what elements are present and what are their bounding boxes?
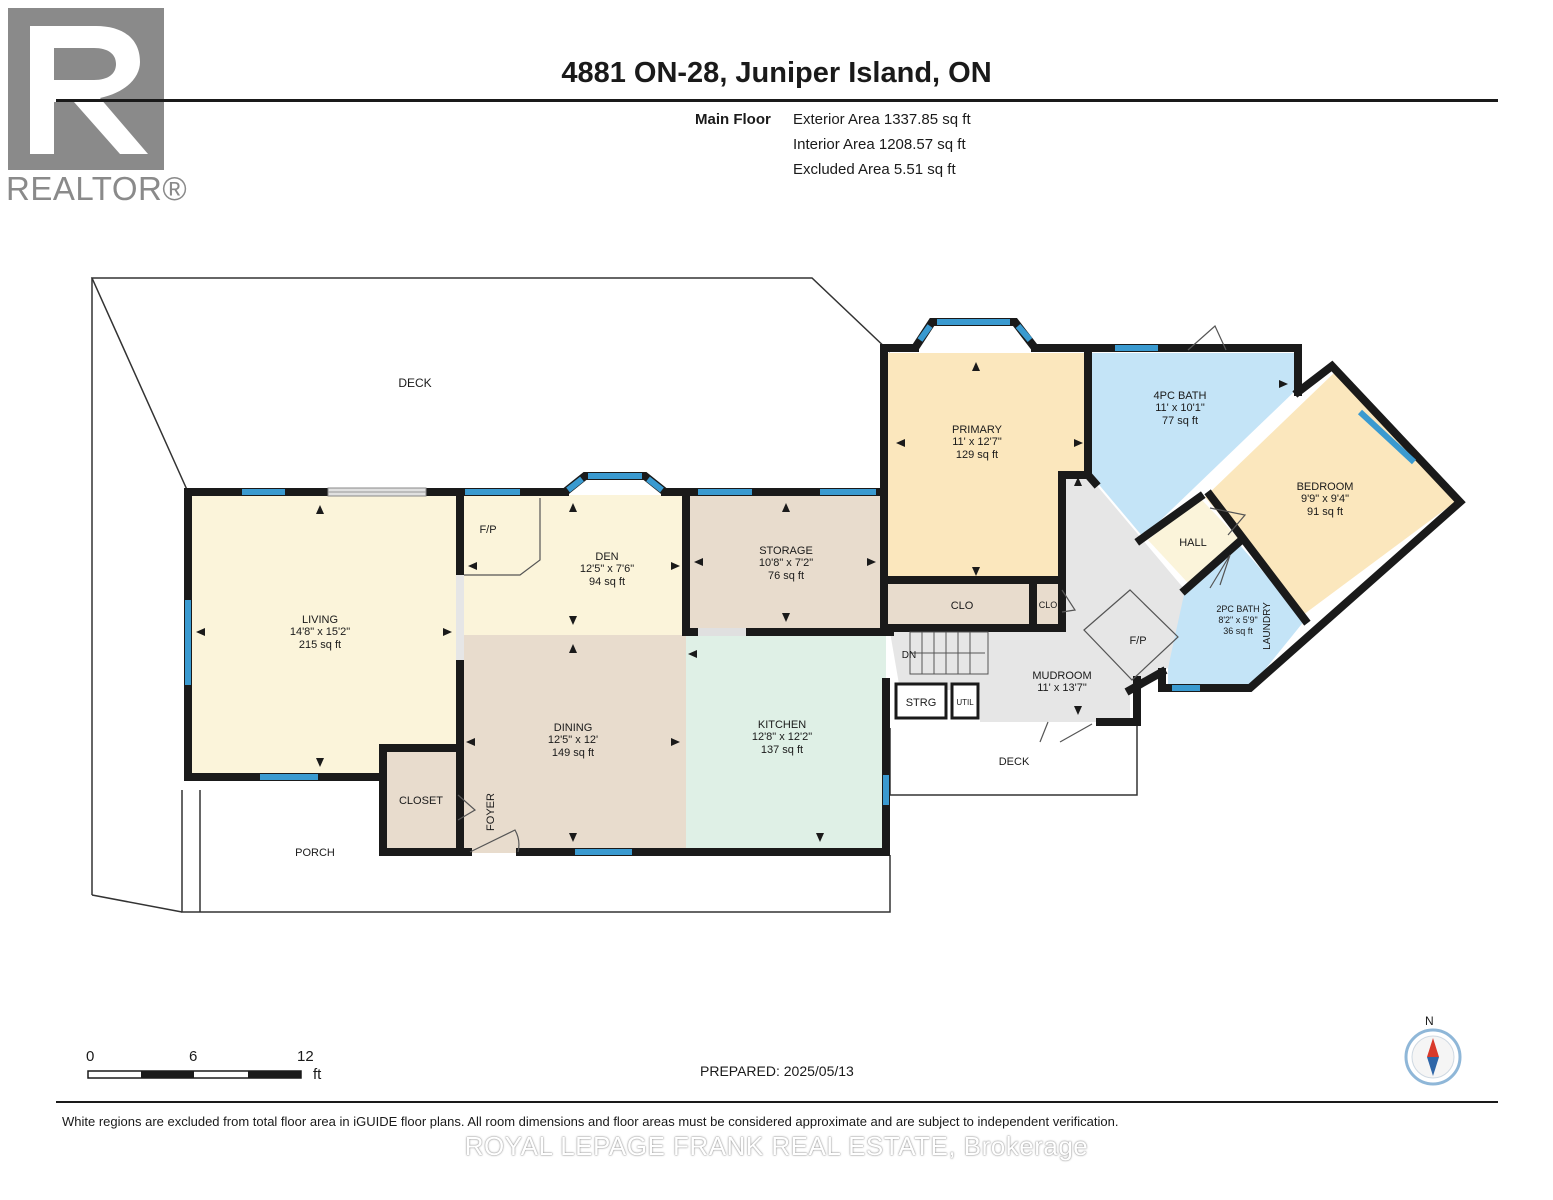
storage-dims: 10'8" x 7'2" [759,557,813,569]
bedroom-name: BEDROOM [1297,481,1354,493]
realtor-logo-text: REALTOR® [6,170,188,207]
doors [457,325,1247,853]
interior-area: Interior Area 1208.57 sq ft [793,136,966,153]
bath4-name: 4PC BATH [1154,390,1207,402]
mudroom-dims: 11' x 13'7" [1037,682,1087,694]
dn-label: DN [902,650,916,661]
dining-name: DINING [554,722,593,734]
bath2-area: 36 sq ft [1223,626,1253,636]
scale-unit: ft [313,1066,322,1083]
mudroom-name: MUDROOM [1032,670,1091,682]
room-primary [888,353,1088,583]
room-dining [458,635,686,853]
bath4-area: 77 sq ft [1162,415,1198,427]
kitchen-dims: 12'8" x 12'2" [752,731,812,743]
primary-area: 129 sq ft [956,449,998,461]
windows [185,319,1417,855]
deck-outline [90,277,891,493]
prepared-date: PREPARED: 2025/05/13 [700,1063,854,1079]
den-fireplace [464,498,541,576]
mudroom-fireplace [1083,589,1179,681]
room-den [458,495,686,635]
kitchen-name: KITCHEN [758,719,806,731]
util-box [950,682,980,720]
deck-top-label: DECK [398,376,431,390]
floor-name: Main Floor [695,111,771,128]
storage-area: 76 sq ft [768,570,804,582]
excluded-area: Excluded Area 5.51 sq ft [793,161,956,178]
page-title: 4881 ON-28, Juniper Island, ON [561,57,992,89]
primary-dims: 11' x 12'7" [952,436,1002,448]
closet-label: CLOSET [399,795,443,807]
den-dims: 12'5" x 7'6" [580,563,634,575]
den-name: DEN [595,551,618,563]
foyer-label: FOYER [485,793,497,831]
scale-tick-6: 6 [189,1048,198,1065]
hall-label: HALL [1179,537,1207,549]
den-fp-label: F/P [479,524,496,536]
living-area: 215 sq ft [299,639,341,651]
den-area: 94 sq ft [589,576,625,588]
storage-name: STORAGE [759,545,813,557]
mudroom-fp-label: F/P [1129,635,1146,647]
primary-bay [911,318,1039,351]
porch-outline [181,790,891,913]
room-clo [888,583,1036,625]
room-4pc-bath [1090,353,1296,537]
compass-icon [1404,1028,1462,1086]
scale-tick-12: 12 [297,1048,314,1065]
laundry-label: LAUNDRY [1262,602,1273,650]
bedroom-area: 91 sq ft [1307,506,1343,518]
room-hall [1148,498,1240,583]
room-bedroom [1205,372,1455,615]
scale-bar [87,1070,302,1079]
room-kitchen [686,635,886,853]
bath4-dims: 11' x 10'1" [1155,402,1205,414]
dining-dims: 12'5" x 12' [548,734,598,746]
kitchen-area: 137 sq ft [761,744,803,756]
disclaimer-text: White regions are excluded from total fl… [62,1114,1119,1129]
dimension-arrows [196,362,1288,842]
room-clo-small [1036,583,1060,625]
clo-label: CLO [951,600,974,612]
util-label: UTIL [956,698,974,707]
clo-small-label: CLO [1039,600,1058,610]
brokerage-watermark: ROYAL LEPAGE FRANK REAL ESTATE, Brokerag… [464,1131,1089,1161]
scale-tick-0: 0 [86,1048,95,1065]
compass-north-label: N [1425,1014,1434,1028]
room-mudroom [890,475,1185,722]
bath2-name: 2PC BATH [1216,604,1259,614]
footer-divider [56,1101,1498,1103]
living-name: LIVING [302,614,338,626]
living-dims: 14'8" x 15'2" [290,626,350,638]
realtor-r-logo [8,8,164,170]
bath2-dims: 8'2" x 5'9" [1218,615,1257,625]
room-living [188,495,458,777]
dining-area: 149 sq ft [552,747,594,759]
room-closet [383,752,458,852]
room-storage [686,495,884,629]
porch-label: PORCH [295,847,335,859]
deck-bottom-label: DECK [999,756,1030,768]
exterior-area: Exterior Area 1337.85 sq ft [793,111,971,128]
strg-label: STRG [906,697,937,709]
title-divider [56,99,1498,102]
stairs [909,631,989,675]
strg-box [894,682,948,720]
bedroom-dims: 9'9" x 9'4" [1301,493,1349,505]
primary-name: PRIMARY [952,424,1003,436]
